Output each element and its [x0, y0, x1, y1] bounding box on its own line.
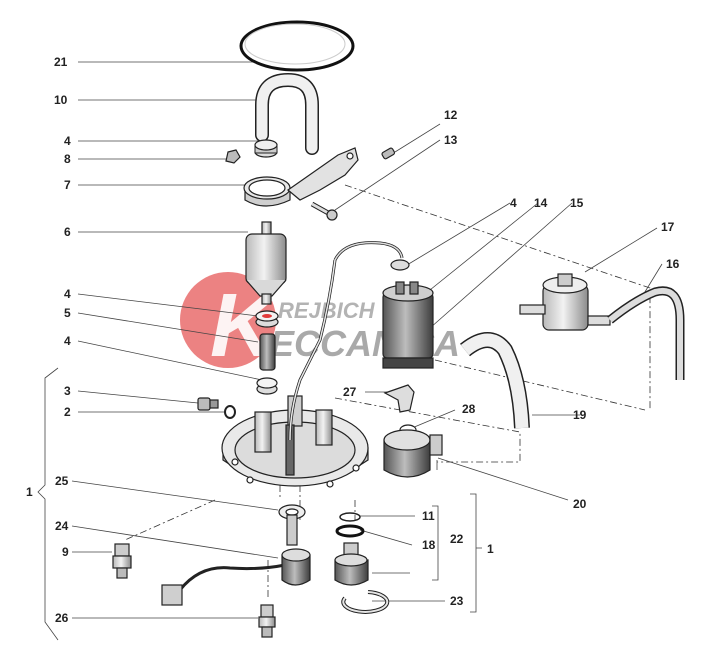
label-10: 10 — [54, 93, 68, 107]
label-13: 13 — [444, 133, 458, 147]
label-12: 12 — [444, 108, 458, 122]
label-26: 26 — [55, 611, 69, 625]
label-17: 17 — [661, 220, 675, 234]
label-27: 27 — [343, 385, 357, 399]
part-17-pressure-regulator — [519, 273, 611, 331]
label-1-right: 1 — [487, 542, 494, 556]
label-3: 3 — [64, 384, 71, 398]
part-26-fitting — [258, 604, 276, 638]
label-1-left: 1 — [26, 485, 33, 499]
part-5-hose-piece — [259, 333, 276, 371]
part-24-level-sensor — [161, 548, 311, 606]
part-14-fuel-pump — [288, 241, 434, 441]
label-11: 11 — [422, 509, 435, 523]
label-16: 16 — [666, 257, 680, 271]
assembly-braces — [37, 367, 482, 641]
part-12-screw — [381, 147, 396, 160]
label-15: 15 — [570, 196, 584, 210]
part-18-oring — [335, 524, 365, 538]
label-23: 23 — [450, 594, 464, 608]
part-3-screw — [197, 397, 219, 411]
part-9-fitting — [112, 543, 132, 579]
part-4-clamp-mid — [255, 310, 279, 328]
part-2-washer — [224, 405, 236, 419]
leader-lines — [71, 61, 663, 619]
part-4-clamp-low — [256, 377, 278, 395]
part-22-valve — [334, 542, 369, 586]
part-4-clamp-top — [254, 139, 278, 158]
label-2: 2 — [64, 405, 71, 419]
label-9: 9 — [62, 545, 69, 559]
label-25: 25 — [55, 474, 69, 488]
label-5: 5 — [64, 306, 71, 320]
label-18: 18 — [422, 538, 436, 552]
label-6: 6 — [64, 225, 71, 239]
part-11-oring — [339, 512, 361, 522]
label-28: 28 — [462, 402, 476, 416]
part-13-screw — [310, 201, 338, 221]
part-28-strainer — [383, 424, 443, 478]
label-20: 20 — [573, 497, 587, 511]
label-14: 14 — [534, 196, 548, 210]
label-8: 8 — [64, 152, 71, 166]
label-24: 24 — [55, 519, 69, 533]
callout-labels: 21 10 4 8 7 6 4 5 4 3 2 1 25 24 9 26 12 … — [26, 55, 680, 625]
label-4-b: 4 — [64, 287, 71, 301]
label-4-a: 4 — [64, 134, 71, 148]
part-21-oring — [239, 20, 355, 72]
part-6-fuel-filter — [245, 221, 287, 305]
part-8-nut — [225, 149, 241, 164]
part-27-clip — [383, 384, 415, 413]
watermark-badge — [180, 272, 276, 368]
part-25-connector — [278, 504, 306, 546]
label-22: 22 — [450, 532, 464, 546]
part-16-hose — [607, 286, 685, 380]
part-1-pump-flange — [221, 395, 369, 488]
label-19: 19 — [573, 408, 587, 422]
label-4-c: 4 — [64, 334, 71, 348]
label-7: 7 — [64, 178, 71, 192]
label-21: 21 — [54, 55, 68, 69]
label-4-d: 4 — [510, 196, 517, 210]
part-7-bracket — [243, 147, 359, 207]
